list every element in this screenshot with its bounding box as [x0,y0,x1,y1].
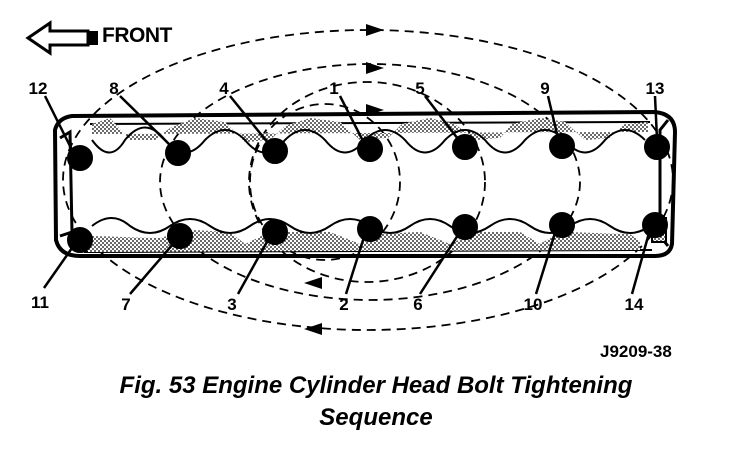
bolt-label: 3 [227,295,236,314]
bolt-label: 4 [219,79,229,98]
figure-caption: Fig. 53 Engine Cylinder Head Bolt Tighte… [0,370,752,434]
direction-arrows [304,24,384,335]
bolt-label: 11 [31,293,49,312]
bolt-label: 9 [540,79,549,98]
sequence-loops [62,29,674,331]
bolt-label: 14 [625,295,644,314]
arrow-right-icon [366,24,384,36]
bolt-6 [452,214,478,240]
bottom-row-labels: 11 7 3 2 6 10 14 [31,293,644,314]
sequence-loop-1 [249,103,401,261]
top-row-labels: 12 8 4 1 5 9 13 [29,79,665,98]
bolt-label: 2 [339,295,348,314]
sequence-loop-3 [159,63,581,301]
sequence-loop-4 [62,29,674,331]
bolt-3 [262,219,288,245]
bolt-8 [165,140,191,166]
bolt-label: 6 [413,295,422,314]
bolt-10 [549,212,575,238]
front-arrow-icon [25,20,98,56]
caption-line-1: Fig. 53 Engine Cylinder Head Bolt Tighte… [119,372,633,399]
arrow-left-icon [304,323,322,335]
leader-lines [42,95,659,295]
figure-code: J9209-38 [600,342,672,361]
bolt-label: 7 [121,295,130,314]
bolt-14 [642,212,668,238]
bolt-label: 1 [329,79,338,98]
bolt-label: 13 [646,79,665,98]
bolt-9 [549,133,575,159]
sequence-loop-2 [248,81,486,283]
front-label: FRONT [102,24,172,47]
bolt-11 [67,227,93,253]
bolt-2 [357,216,383,242]
bolt-label: 5 [415,79,424,98]
bolt-4 [262,138,288,164]
arrow-right-icon [366,62,384,74]
bolt-7 [167,223,193,249]
bolt-label: 10 [524,295,543,314]
bolt-5 [452,134,478,160]
bolt-12 [67,145,93,171]
bolt-1 [357,136,383,162]
bolts [67,133,670,253]
bolt-label: 8 [109,79,118,98]
caption-line-2: Sequence [319,404,433,431]
arrow-left-icon [304,277,322,289]
bolt-label: 12 [29,79,48,98]
